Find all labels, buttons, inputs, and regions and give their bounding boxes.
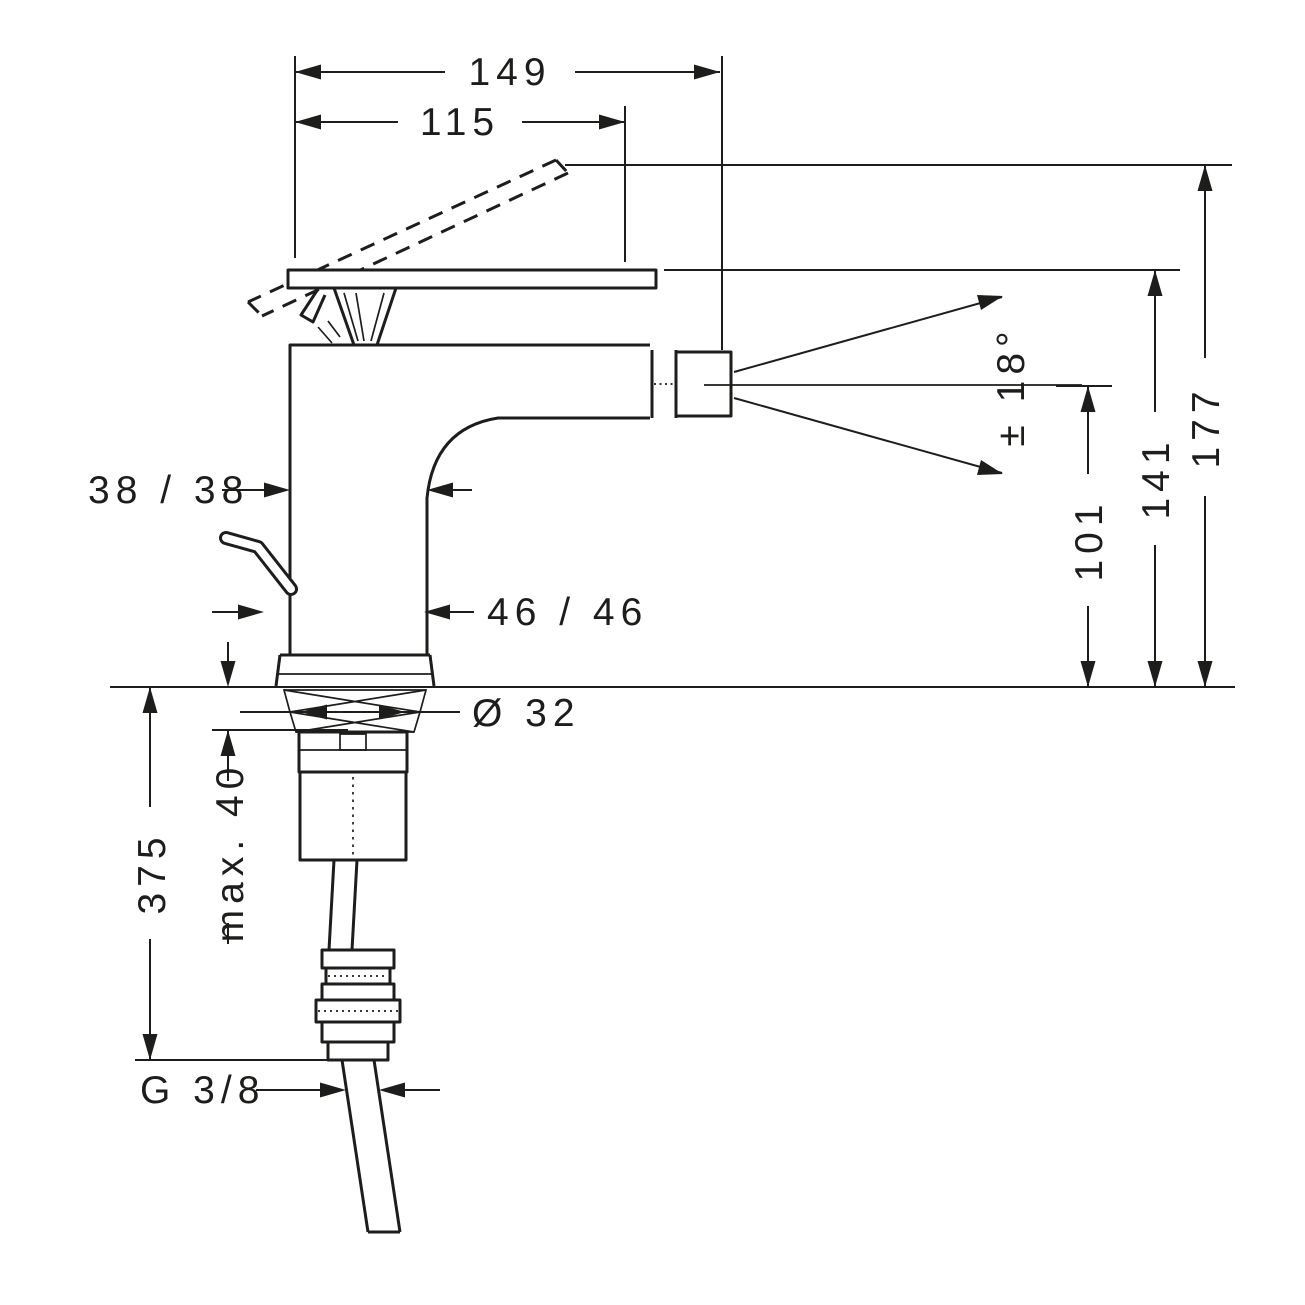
dim-max-thickness-label: max. 40	[209, 762, 252, 943]
dim-spout-reach: 115	[295, 101, 625, 144]
dim-connection-thread-label: G 3/8	[140, 1069, 265, 1112]
dim-total-height: 177	[1185, 165, 1228, 687]
pop-up-rod	[219, 531, 298, 596]
dim-base-section: 46 / 46	[212, 591, 648, 634]
dim-connection-thread: G 3/8	[140, 1069, 440, 1112]
dim-max-thickness: max. 40	[209, 642, 252, 944]
dim-total-depth: 149	[295, 51, 720, 94]
dim-handle-height-label: 141	[1135, 436, 1178, 519]
dim-hole-diameter-label: Ø 32	[472, 692, 581, 735]
faucet-body	[288, 343, 650, 655]
dim-handle-height: 141	[1135, 270, 1178, 687]
dim-spray-angle: ± 18°	[990, 325, 1033, 446]
dim-spray-angle-label: ± 18°	[990, 325, 1033, 446]
dim-aerator-height: 101	[1068, 386, 1111, 687]
dim-body-section-label: 38 / 38	[88, 469, 249, 512]
dim-hose-length: 375	[131, 687, 174, 1060]
aerator	[650, 350, 733, 418]
dim-hose-length-label: 375	[131, 831, 174, 914]
extension-lines	[135, 56, 1232, 1061]
dim-spout-reach-label: 115	[420, 101, 500, 144]
dim-total-depth-label: 149	[468, 51, 551, 94]
dim-aerator-height-label: 101	[1068, 498, 1111, 581]
dim-hole-diameter: Ø 32	[240, 692, 581, 735]
dim-body-section: 38 / 38	[88, 469, 472, 512]
spray-cone	[704, 295, 1082, 475]
dim-base-section-label: 46 / 46	[487, 591, 648, 634]
faucet-artwork	[110, 158, 1235, 1234]
supply-hose	[314, 859, 402, 1234]
base-escutcheon	[274, 653, 436, 687]
dim-total-height-label: 177	[1185, 385, 1228, 468]
dimension-annotations: 149 115 177 141	[88, 51, 1232, 1112]
handle-lever	[286, 268, 658, 346]
